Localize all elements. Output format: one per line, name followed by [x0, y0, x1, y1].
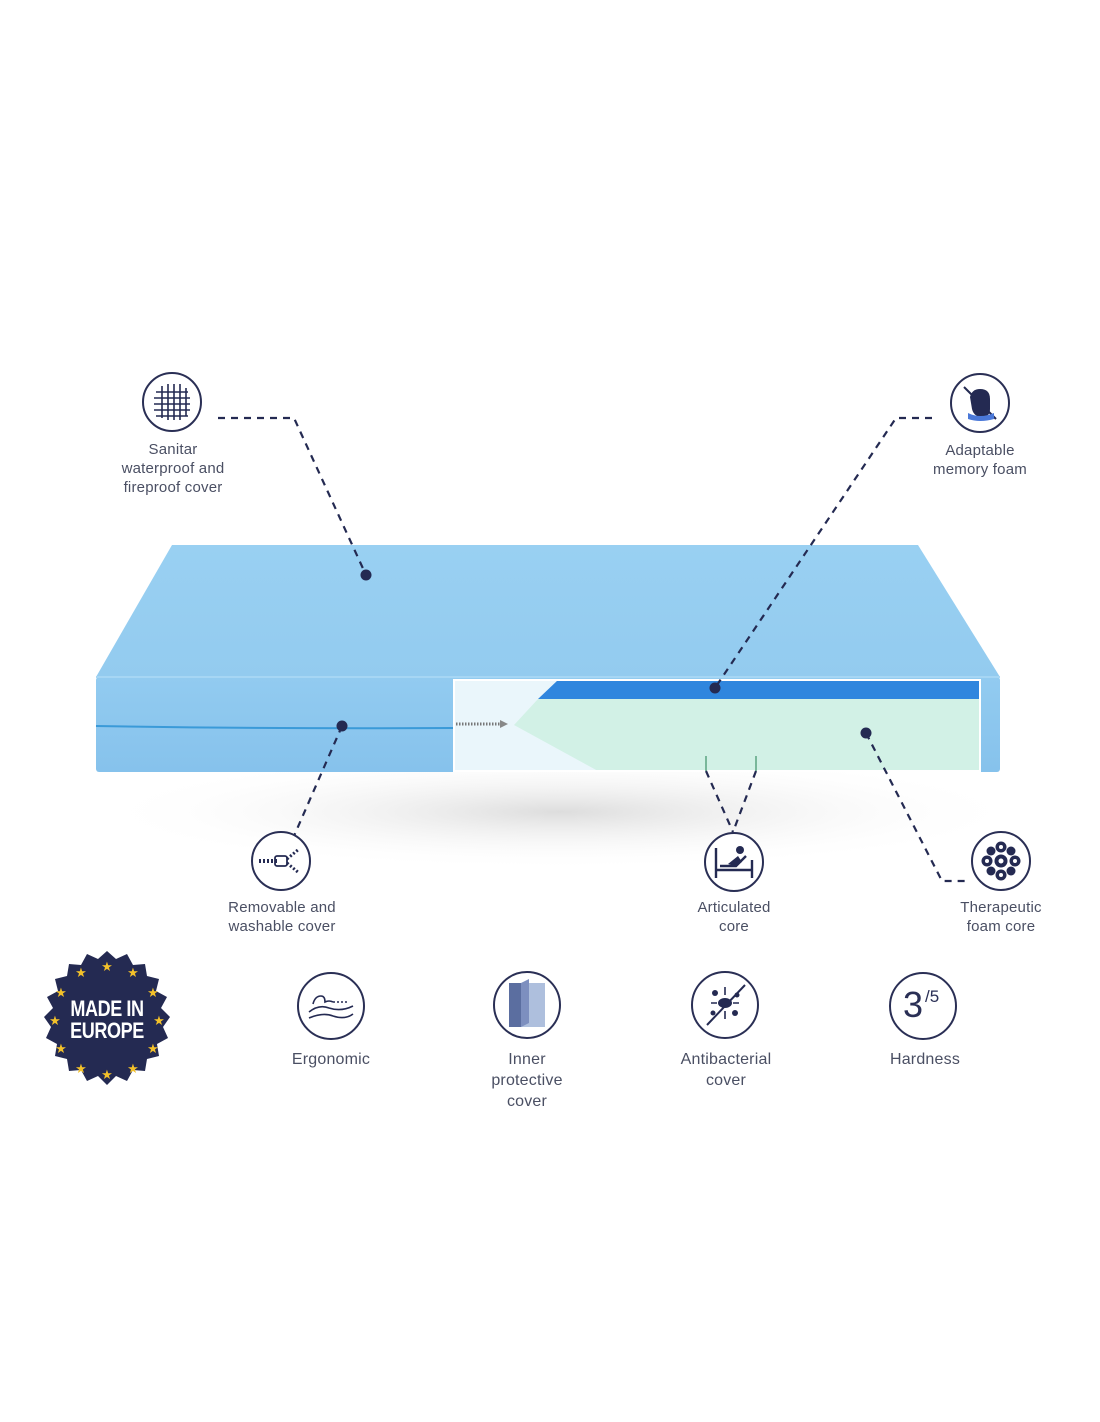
label-inner-cover: Inner protective cover: [491, 1051, 563, 1110]
label-therapeutic-core: Therapeutic foam core: [960, 899, 1042, 935]
svg-text:★: ★: [75, 1062, 87, 1077]
svg-text:★: ★: [127, 966, 139, 981]
articulated-bed-icon: [704, 832, 764, 892]
hardness-value: 3: [903, 984, 924, 1025]
mattress-top: [96, 545, 1000, 677]
label-memory-foam: Adaptable memory foam: [933, 442, 1027, 478]
woven-fabric-icon: [142, 372, 202, 432]
label-hardness: Hardness: [889, 1051, 961, 1068]
label-articulated-core: Articulated core: [697, 899, 771, 935]
badge-line2: EUROPE: [70, 1018, 144, 1043]
antibacterial-icon: [691, 971, 759, 1039]
svg-text:★: ★: [55, 1042, 67, 1057]
svg-text:★: ★: [55, 986, 67, 1001]
connector-articulated-left: [704, 770, 735, 833]
label-ergonomic: Ergonomic: [291, 1051, 371, 1068]
hardness-scale: /5: [925, 987, 940, 1006]
zipper-seam: [95, 725, 455, 730]
memory-foam-layer: [538, 680, 980, 699]
hardness-rating-icon: 3 /5: [889, 972, 957, 1040]
label-antibacterial: Antibacterial cover: [680, 1051, 772, 1089]
hand-press-foam-icon: [950, 373, 1010, 433]
connector-therapeutic: [865, 732, 966, 883]
label-removable-cover: Removable and washable cover: [228, 899, 336, 935]
svg-text:★: ★: [101, 960, 113, 975]
badge-line1: MADE IN: [70, 996, 144, 1021]
connector-articulated-right: [731, 770, 758, 833]
svg-text:★: ★: [75, 966, 87, 981]
svg-text:★: ★: [147, 986, 159, 1001]
svg-text:★: ★: [49, 1014, 61, 1029]
connector-memory-foam: [714, 416, 932, 689]
badge-text: MADE IN EUROPE: [49, 998, 165, 1042]
svg-text:★: ★: [147, 1042, 159, 1057]
foam-cells-icon: [971, 831, 1031, 891]
zipper-icon: [251, 831, 311, 891]
svg-text:★: ★: [153, 1014, 165, 1029]
mattress-shadow: [90, 754, 1030, 870]
made-in-europe-badge: ★ ★ ★ ★ ★ ★ ★ ★ ★ ★ ★ ★: [44, 951, 170, 1085]
ergonomic-spine-icon: [297, 972, 365, 1040]
label-sanitar-cover: Sanitar waterproof and fireproof cover: [121, 441, 225, 496]
inner-cover-layer-icon: [493, 971, 561, 1039]
svg-text:★: ★: [101, 1068, 113, 1083]
svg-text:★: ★: [127, 1062, 139, 1077]
core-foam-layer: [514, 699, 980, 771]
